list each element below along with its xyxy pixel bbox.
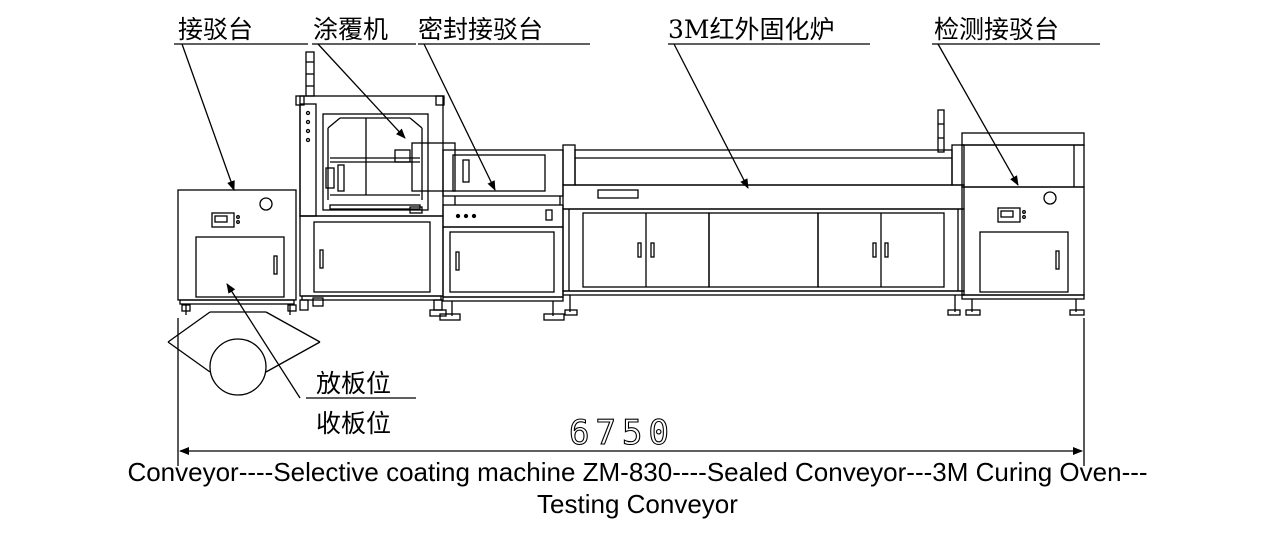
label-board-loading: 放板位 [316, 369, 391, 398]
label-testing-conveyor: 检测接驳台 [934, 15, 1059, 44]
figure-caption: Conveyor----Selective coating machine ZM… [0, 456, 1275, 520]
label-coating-machine: 涂覆机 [313, 15, 388, 44]
label-board-unloading: 收板位 [316, 409, 391, 438]
caption-line-1: Conveyor----Selective coating machine ZM… [127, 457, 1148, 487]
selective-coating-machine [295, 51, 447, 317]
board-loading-station [167, 304, 321, 396]
label-leaders [174, 43, 1100, 399]
dimension-value: 6750 [569, 413, 675, 453]
label-conveyor-in: 接驳台 [178, 15, 253, 44]
label-curing-oven: 3M红外固化炉 [668, 15, 835, 44]
curing-oven [562, 109, 965, 316]
dimension-line [177, 318, 1085, 466]
label-sealed-conveyor: 密封接驳台 [418, 15, 543, 44]
caption-line-2: Testing Conveyor [537, 489, 738, 519]
conveyor-left [177, 189, 297, 315]
testing-conveyor [961, 132, 1085, 316]
sealed-conveyor [411, 142, 565, 321]
